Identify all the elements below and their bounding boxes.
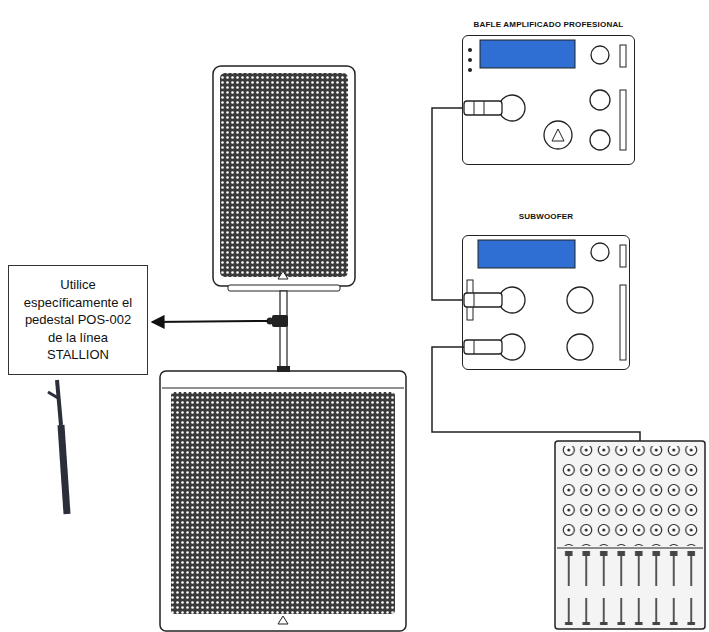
leader-arrow — [152, 321, 268, 322]
panel-heading: BAFLE AMPLIFICADO PROFESIONAL — [462, 13, 635, 35]
xlr-connector — [567, 287, 593, 313]
speaker-cabinet — [213, 66, 355, 286]
callout-box: Utilice específicamente el pedestal POS-… — [8, 265, 148, 375]
subwoofer-cabinet — [160, 371, 406, 631]
control-knob — [590, 130, 610, 150]
combo-connector — [544, 121, 572, 149]
rear-panel: SUBWOOFER — [462, 205, 630, 370]
panel-slot — [620, 90, 626, 150]
control-knob — [591, 46, 609, 64]
xlr-connector — [567, 334, 593, 360]
xlr-plug — [464, 101, 502, 115]
xlr-plug — [474, 293, 475, 307]
xlr-plug — [474, 101, 475, 115]
speaker-pole — [280, 291, 287, 371]
cabinet-edge — [162, 388, 404, 389]
mixer-faders — [560, 551, 700, 625]
panel-heading: SUBWOOFER — [462, 205, 630, 227]
speaker-grille — [220, 73, 348, 277]
control-knob — [590, 90, 610, 110]
xlr-connector — [499, 334, 525, 360]
pole-clamp — [272, 315, 288, 327]
xlr-plug — [464, 293, 502, 307]
pole-socket — [277, 366, 290, 372]
panel-slot — [620, 45, 626, 67]
control-knob — [591, 243, 609, 261]
audio-cable — [432, 347, 640, 442]
callout-text: Utilice específicamente el pedestal POS-… — [17, 276, 139, 364]
speaker-base — [228, 285, 340, 291]
panel-outline — [462, 35, 635, 165]
audio-cable — [432, 108, 462, 300]
xlr-plug — [484, 101, 485, 115]
status-led — [468, 48, 472, 52]
rear-panel: BAFLE AMPLIFICADO PROFESIONAL — [462, 13, 635, 165]
pedestal-icon — [57, 380, 61, 425]
panel-slot — [620, 285, 626, 360]
xlr-connector — [499, 95, 525, 121]
brand-logo — [278, 271, 288, 279]
pedestal-icon — [61, 425, 67, 514]
xlr-plug — [474, 340, 475, 354]
connector-mark — [552, 129, 564, 141]
subwoofer-grille — [171, 392, 395, 614]
xlr-connector — [499, 287, 525, 313]
pedestal-knob — [48, 392, 58, 398]
panel-outline — [462, 235, 630, 370]
status-led — [468, 58, 472, 62]
mixer-divider — [557, 548, 703, 549]
status-led — [468, 68, 472, 72]
xlr-plug — [464, 340, 502, 354]
panel-slot — [620, 245, 626, 267]
lcd-display — [478, 240, 575, 268]
mixer-knobs — [560, 446, 700, 546]
brand-logo — [278, 616, 288, 624]
lcd-display — [480, 40, 575, 68]
mixer-console — [555, 441, 705, 629]
